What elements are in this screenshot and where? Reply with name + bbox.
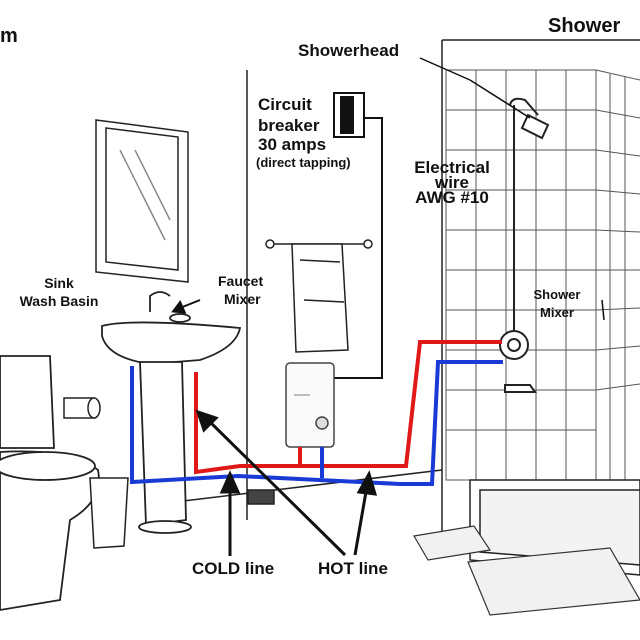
breaker-label-line4: (direct tapping) [256,155,351,170]
shower-fixtures [499,97,550,393]
electrical-wire [330,117,383,379]
medicine-cabinet [95,119,189,283]
showerhead-label: Showerhead [298,41,400,60]
sink-label-line2: Wash Basin [19,293,99,309]
room-label: m [0,25,18,47]
toilet [0,355,100,611]
faucet-label-line2: Mixer [224,291,261,307]
pedestal-sink [101,291,242,534]
shower-title: Shower [548,15,621,37]
wire-label-line3: AWG #10 [415,188,489,207]
hot-pipes [194,340,502,475]
cold-line-label: COLD line [192,559,275,578]
shower-mixer-label-line2: Mixer [540,305,574,320]
wire-label-line1: Electrical [414,158,490,177]
hot-line-label: HOT line [318,559,388,578]
wire-label-line2: wire [434,173,470,192]
shower-mixer-label-line1: Shower [533,287,581,302]
floor-rugs [413,525,640,616]
cold-pipes [130,360,503,486]
sink-label-line1: Sink [44,275,74,291]
breaker-label-line1: Circuit [258,95,312,114]
tankless-heater [285,362,335,448]
breaker-label-line3: 30 amps [258,135,327,154]
bathroom-accessories [63,397,275,549]
faucet-label-line1: Faucet [218,273,264,289]
towel-rack [265,239,373,353]
callout-arrows [171,57,605,557]
breaker-label-line2: breaker [258,116,320,135]
circuit-breaker [333,92,365,138]
room-walls [149,39,640,545]
